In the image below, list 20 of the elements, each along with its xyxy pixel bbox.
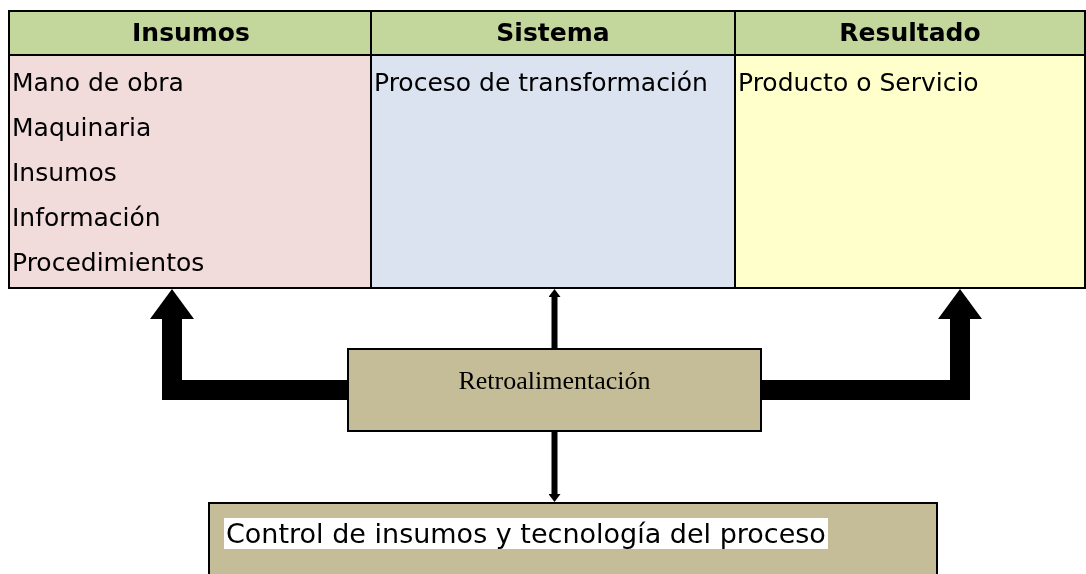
list-item: Insumos	[12, 157, 117, 189]
column-panel	[370, 10, 736, 289]
list-item: Mano de obra	[12, 67, 184, 99]
cell-text: Proceso de transformación	[374, 67, 709, 99]
arrow	[548, 289, 561, 348]
arrow	[548, 432, 561, 502]
column-panel	[734, 10, 1086, 289]
list-item: Maquinaria	[12, 112, 152, 144]
box-label: Control de insumos y tecnología del proceso	[224, 518, 828, 549]
list-item: Procedimientos	[12, 247, 205, 279]
column-header: Sistema	[372, 12, 734, 56]
feedback-box	[347, 348, 762, 432]
arrow	[150, 289, 347, 400]
column-header: Insumos	[10, 12, 372, 56]
column-header: Resultado	[736, 12, 1084, 56]
control-box	[208, 502, 938, 574]
box-label: Retroalimentación	[457, 366, 652, 396]
list-item: Información	[12, 202, 161, 234]
arrow	[762, 289, 982, 400]
cell-text: Producto o Servicio	[738, 67, 980, 99]
